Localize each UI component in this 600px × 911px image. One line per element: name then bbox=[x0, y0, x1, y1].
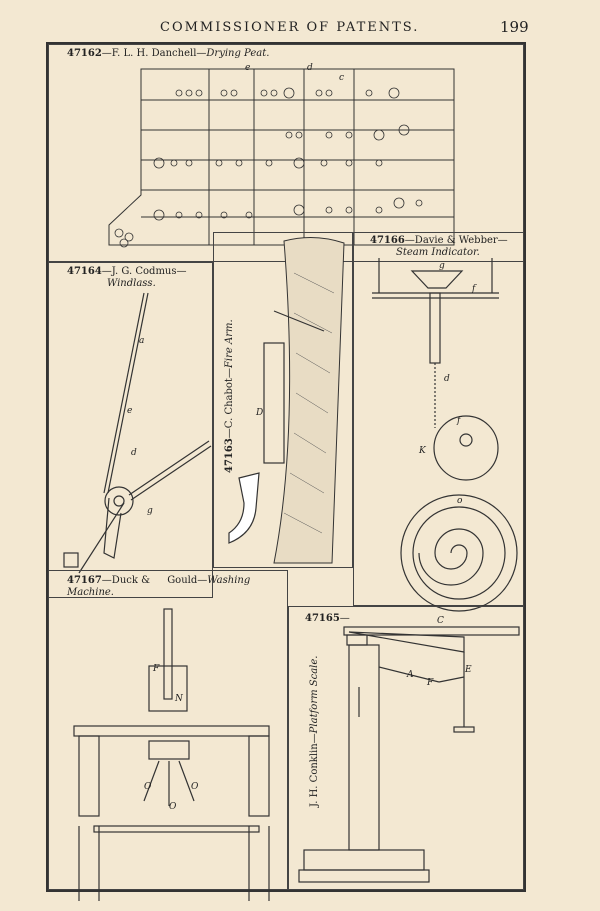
svg-text:O: O bbox=[144, 782, 152, 792]
steam-indicator-drawing: g f dK f o bbox=[372, 258, 518, 612]
page-header: COMMISSIONER OF PATENTS. 199 bbox=[0, 18, 600, 42]
platform-scale-drawing: C A F E bbox=[298, 616, 520, 883]
figure-47166-caption: 47166—Davie & Webber— Steam Indicator. bbox=[370, 235, 508, 259]
figure-number: 47162 bbox=[67, 48, 102, 59]
figure-author: —F. L. H. Danchell— bbox=[101, 48, 207, 59]
figure-number: 47164 bbox=[67, 266, 102, 277]
svg-text:F: F bbox=[152, 664, 160, 674]
svg-text:g: g bbox=[439, 261, 445, 271]
figure-author-continued: Gould— bbox=[167, 575, 208, 586]
figure-47162-caption: 47162—F. L. H. Danchell—Drying Peat. bbox=[67, 48, 269, 60]
svg-text:c: c bbox=[339, 73, 344, 83]
svg-text:E: E bbox=[464, 665, 472, 675]
svg-text:C: C bbox=[437, 616, 444, 626]
svg-text:e: e bbox=[245, 63, 250, 73]
drying-peat-drawing: e d c bbox=[108, 63, 455, 248]
figure-47165-caption: 47165— bbox=[305, 613, 350, 625]
svg-text:o: o bbox=[457, 496, 463, 506]
figure-title: Drying Peat. bbox=[206, 48, 270, 59]
figure-title: Windlass. bbox=[107, 278, 156, 289]
plate-frame: 47162—F. L. H. Danchell—Drying Peat. e d c bbox=[46, 42, 526, 901]
svg-text:a: a bbox=[139, 336, 144, 346]
fire-arm-drawing: D bbox=[228, 237, 345, 564]
figure-47166-panel: 47166—Davie & Webber— Steam Indicator. g… bbox=[353, 232, 524, 612]
figure-author: —Duck & bbox=[101, 575, 150, 586]
svg-text:O: O bbox=[191, 782, 199, 792]
svg-text:f: f bbox=[471, 284, 477, 294]
figure-title: Washing bbox=[207, 575, 251, 586]
washing-machine-drawing: F N O O O bbox=[73, 608, 270, 901]
svg-text:K: K bbox=[418, 446, 427, 456]
svg-text:d: d bbox=[131, 448, 137, 458]
windlass-drawing: a e d g bbox=[63, 292, 212, 574]
page-number: 199 bbox=[500, 18, 529, 36]
figure-47167-panel: 47167—Duck & Gould—Washing Machine. F N O… bbox=[48, 570, 288, 901]
figure-title-continued: Machine. bbox=[67, 587, 114, 598]
figure-author: — bbox=[339, 613, 350, 624]
figure-47164-caption: 47164—J. G. Codmus— Windlass. bbox=[67, 266, 187, 290]
figure-47167-caption: 47167—Duck & Gould—Washing Machine. bbox=[67, 575, 250, 599]
figure-author: —Davie & Webber— bbox=[404, 235, 508, 246]
figure-author: —J. G. Codmus— bbox=[101, 266, 187, 277]
svg-text:A: A bbox=[406, 670, 414, 680]
svg-text:g: g bbox=[147, 506, 153, 516]
figure-number: 47165 bbox=[305, 613, 340, 624]
figure-number: 47167 bbox=[67, 575, 102, 586]
svg-text:e: e bbox=[127, 406, 132, 416]
svg-text:D: D bbox=[255, 408, 263, 418]
svg-text:N: N bbox=[174, 694, 184, 704]
svg-text:f: f bbox=[456, 416, 462, 426]
svg-text:d: d bbox=[444, 374, 450, 384]
figure-47163-panel: 47163—C. Chabot—Fire Arm. D bbox=[213, 232, 353, 568]
page-title: COMMISSIONER OF PATENTS. bbox=[160, 20, 420, 35]
figure-47162-panel: 47162—F. L. H. Danchell—Drying Peat. e d c bbox=[48, 44, 524, 262]
svg-text:d: d bbox=[307, 63, 313, 73]
svg-text:F: F bbox=[426, 678, 434, 688]
svg-text:O: O bbox=[169, 802, 177, 812]
figure-number: 47166 bbox=[370, 235, 405, 246]
figure-title: Steam Indicator. bbox=[396, 247, 480, 258]
figure-47164-panel: 47164—J. G. Codmus— Windlass. a e d g bbox=[48, 262, 213, 598]
